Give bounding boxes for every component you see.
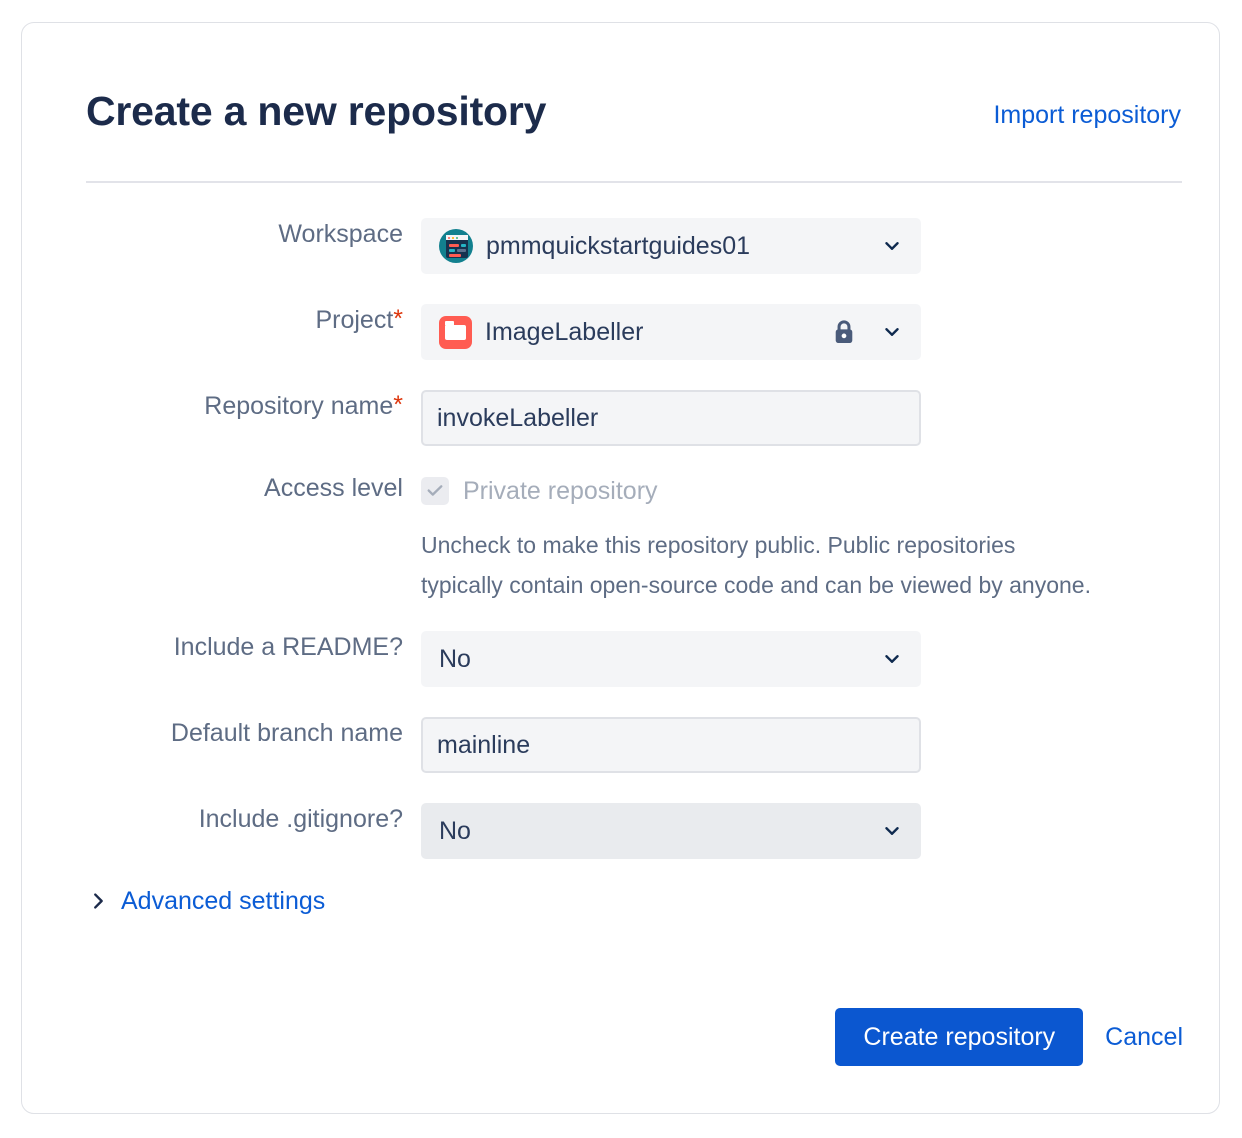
folder-icon [439,315,472,349]
workspace-avatar-icon [439,229,473,263]
project-select[interactable]: ImageLabeller [421,304,921,360]
chevron-down-icon [881,235,903,257]
cancel-button[interactable]: Cancel [1105,1023,1183,1051]
chevron-down-icon [881,321,903,343]
workspace-value: pmmquickstartguides01 [486,232,751,260]
form-footer: Create repository Cancel [86,1008,1183,1066]
private-repository-label: Private repository [463,477,658,505]
create-repository-button[interactable]: Create repository [835,1008,1084,1066]
card-header-area: Create a new repository Import repositor… [86,83,1183,183]
chevron-right-icon [87,890,109,912]
project-required-mark: * [393,305,403,333]
project-label-text: Project [315,306,394,334]
include-gitignore-label: Include .gitignore? [198,805,403,833]
lock-icon [831,318,857,346]
create-repository-card: Create a new repository Import repositor… [21,22,1220,1114]
repository-name-field [421,390,1186,446]
project-value: ImageLabeller [485,318,644,346]
repository-form: Workspace pmmquickstartguid [86,218,1186,917]
repository-name-label: Repository name* [86,390,421,422]
include-gitignore-row: Include .gitignore? No [86,803,1186,859]
repository-name-input[interactable] [421,390,921,446]
project-label: Project* [86,304,421,336]
default-branch-field [421,717,1186,773]
default-branch-input[interactable] [421,717,921,773]
include-gitignore-select[interactable]: No [421,803,921,859]
header-divider [86,181,1182,183]
workspace-select[interactable]: pmmquickstartguides01 [421,218,921,274]
chevron-down-icon [881,820,903,842]
private-repository-checkbox-row[interactable]: Private repository [421,472,1186,510]
include-readme-label: Include a README? [173,633,403,661]
include-gitignore-field: No [421,803,1186,859]
page-title: Create a new repository [86,88,547,134]
default-branch-label: Default branch name [170,719,403,747]
workspace-label: Workspace [278,220,403,248]
project-field: ImageLabeller [421,304,1186,360]
checkmark-icon[interactable] [421,477,449,505]
include-readme-row: Include a README? No [86,631,1186,687]
default-branch-row: Default branch name [86,717,1186,773]
repository-name-required-mark: * [393,391,403,419]
chevron-down-icon [881,648,903,670]
repository-name-row: Repository name* [86,390,1186,446]
workspace-field: pmmquickstartguides01 [421,218,1186,274]
include-gitignore-value: No [439,817,471,845]
access-level-field: Private repository Uncheck to make this … [421,472,1186,605]
access-level-row: Access level Private repository Uncheck … [86,472,1186,605]
access-level-label: Access level [264,474,403,502]
repository-name-label-text: Repository name [204,392,394,420]
advanced-settings-label: Advanced settings [121,887,326,915]
access-level-help-text: Uncheck to make this repository public. … [421,532,1091,598]
project-row: Project* ImageLabeller [86,304,1186,360]
header: Create a new repository Import repositor… [86,83,1183,161]
import-repository-link[interactable]: Import repository [993,101,1181,129]
workspace-row: Workspace pmmquickstartguid [86,218,1186,274]
include-readme-value: No [439,645,471,673]
advanced-settings-toggle[interactable]: Advanced settings [86,885,1186,917]
include-readme-field: No [421,631,1186,687]
include-readme-select[interactable]: No [421,631,921,687]
